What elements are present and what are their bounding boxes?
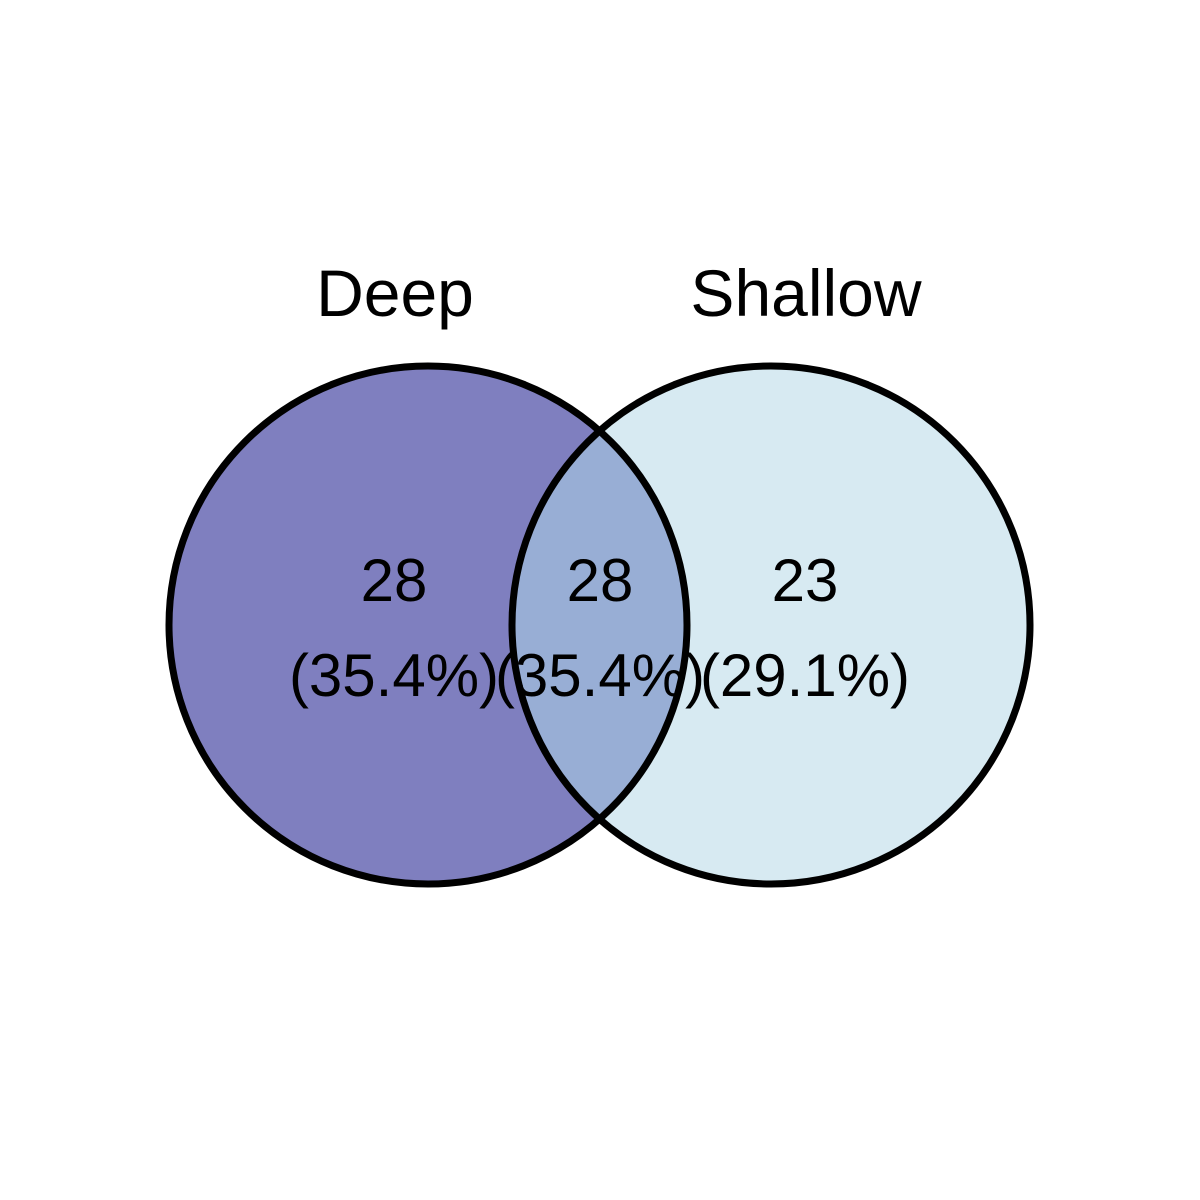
overlap-percent: (35.4%) — [495, 642, 705, 709]
overlap-region — [512, 366, 687, 884]
overlap-count: 28 — [567, 547, 634, 614]
deep-only-count: 28 — [361, 547, 428, 614]
deep-only-percent: (35.4%) — [289, 642, 499, 709]
shallow-only-count: 23 — [772, 547, 839, 614]
shallow-only-percent: (29.1%) — [700, 642, 910, 709]
set-label-shallow: Shallow — [690, 256, 921, 330]
set-label-deep: Deep — [316, 256, 474, 330]
deep-circle-outline — [165, 362, 691, 888]
shallow-circle-outline — [508, 362, 1034, 888]
